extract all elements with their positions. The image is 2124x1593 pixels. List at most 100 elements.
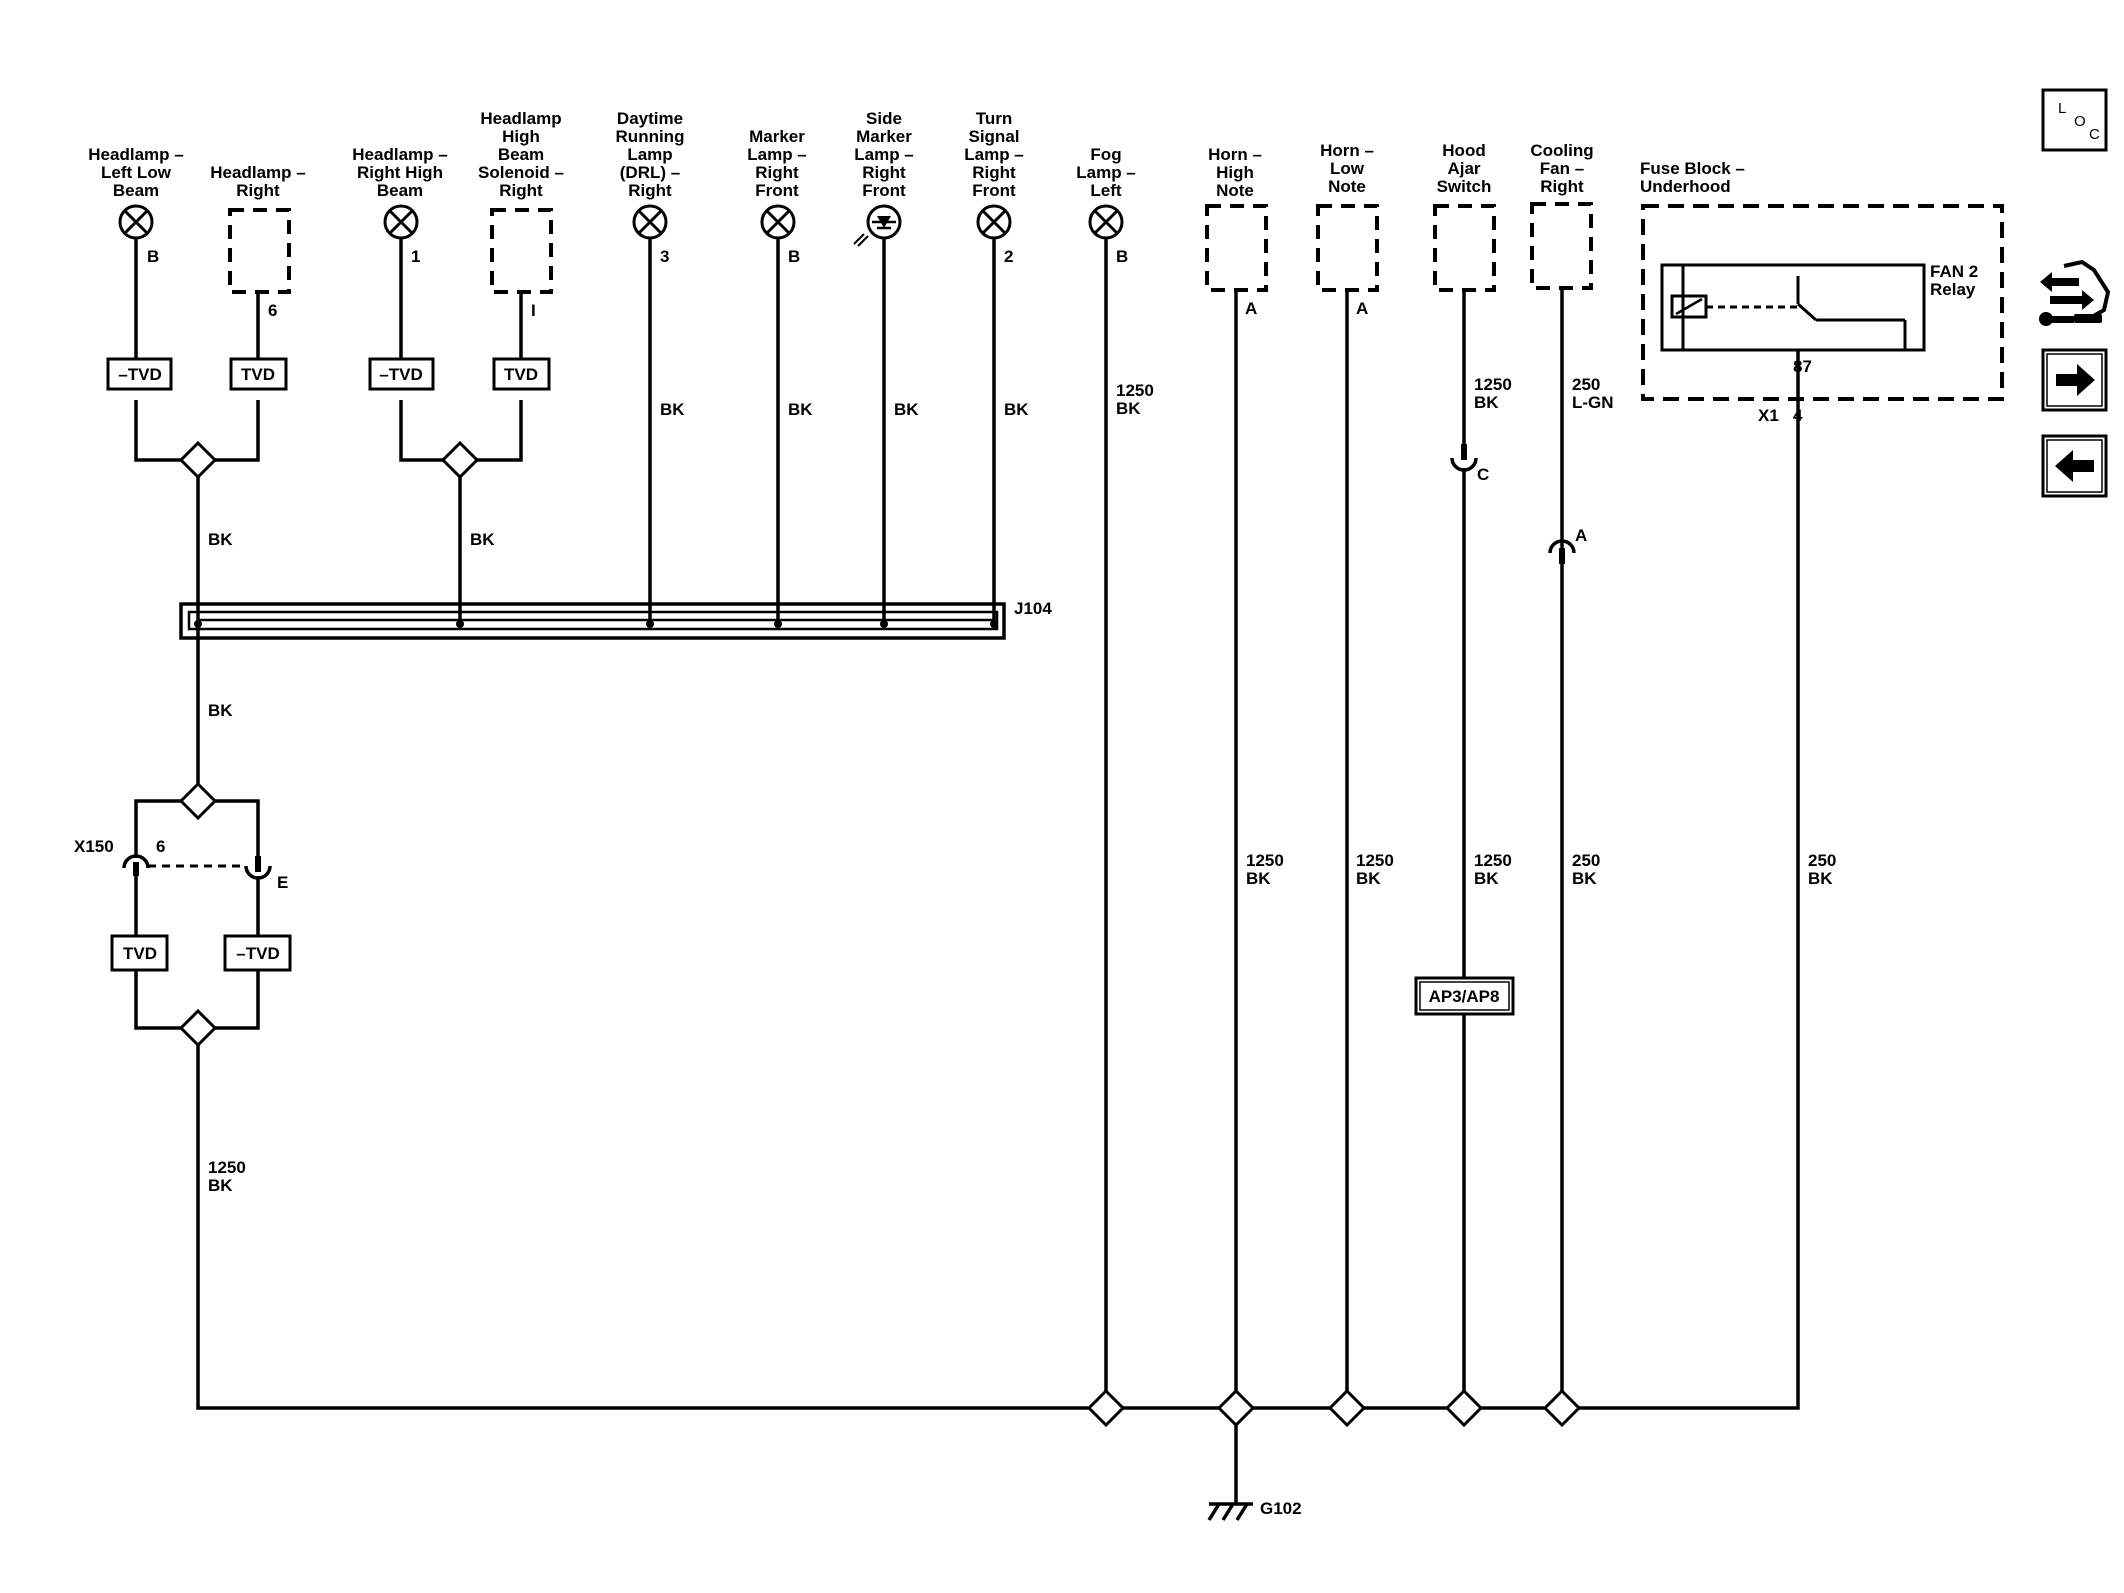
wire-color-label: BK bbox=[208, 530, 233, 549]
hood-ajar-box bbox=[1433, 204, 1496, 292]
wire-gauge-label: 250 bbox=[1572, 851, 1600, 870]
tvd-label: –TVD bbox=[236, 944, 279, 963]
pin-label: 3 bbox=[660, 247, 669, 266]
svg-text:O: O bbox=[2074, 113, 2086, 130]
marker-lamp-bulb bbox=[760, 204, 796, 240]
pin-label: 6 bbox=[268, 301, 277, 320]
location-view-button[interactable]: L O C bbox=[2041, 88, 2108, 152]
pin-label: X150 bbox=[74, 837, 114, 856]
back-arrow-button[interactable] bbox=[2041, 434, 2108, 498]
wire-color-label: BK bbox=[1474, 869, 1499, 888]
junction-diamond bbox=[1217, 1389, 1255, 1427]
junction-diamond bbox=[179, 782, 217, 820]
pin-label: A bbox=[1575, 526, 1587, 545]
pin-label: 2 bbox=[1004, 247, 1013, 266]
junction-diamond bbox=[1543, 1389, 1581, 1427]
splice-j104-label: J104 bbox=[1014, 599, 1052, 618]
svg-text:L: L bbox=[2058, 100, 2066, 117]
wire-gauge-label: 1250 bbox=[1356, 851, 1394, 870]
headlamp-right-box bbox=[228, 208, 291, 294]
wire-gauge-label: 1250 bbox=[1474, 851, 1512, 870]
wire-gauge-label: 1250 bbox=[1246, 851, 1284, 870]
junction-diamond bbox=[1087, 1389, 1125, 1427]
ap-reference-label: AP3/AP8 bbox=[1429, 987, 1500, 1006]
fuse-block-box bbox=[1641, 204, 2004, 401]
wire-color-label: BK bbox=[1246, 869, 1271, 888]
wire-color-label: BK bbox=[1004, 400, 1029, 419]
pin-labels: B 6 1 I 3 B 2 B A A C A 87 X1 4 X150 6 E bbox=[74, 247, 1812, 892]
pin-label: 1 bbox=[411, 247, 420, 266]
headlamp-solenoid-box bbox=[490, 208, 553, 294]
wire-color-label: BK bbox=[470, 530, 495, 549]
wire-gauge-label: 1250 bbox=[1116, 381, 1154, 400]
drl-bulb bbox=[632, 204, 668, 240]
tvd-label: TVD bbox=[241, 365, 275, 384]
tvd-label: –TVD bbox=[118, 365, 161, 384]
wire-gauge-label: 1250 bbox=[1474, 375, 1512, 394]
wire-color-label: BK bbox=[1116, 399, 1141, 418]
splice-pack-j104 bbox=[179, 602, 1006, 640]
wire-gauge-label: 250 bbox=[1808, 851, 1836, 870]
pin-label: C bbox=[1477, 465, 1489, 484]
ground-symbol bbox=[1207, 1502, 1253, 1521]
headlamp-right-high-bulb bbox=[383, 204, 419, 240]
wire-color-label: BK bbox=[1572, 869, 1597, 888]
svg-text:C: C bbox=[2089, 126, 2100, 143]
wire-color-label: L-GN bbox=[1572, 393, 1614, 412]
fan-relay bbox=[1660, 263, 1926, 352]
connector-fan-a bbox=[1548, 539, 1576, 564]
headlamp-right-label: Headlamp –Right bbox=[210, 163, 305, 200]
junction-diamond bbox=[1328, 1389, 1366, 1427]
wire-gauge-label: 1250 bbox=[208, 1158, 246, 1177]
pin-label: A bbox=[1356, 299, 1368, 318]
turn-signal-bulb bbox=[976, 204, 1012, 240]
wire-color-label: BK bbox=[1808, 869, 1833, 888]
ground-g102-label: G102 bbox=[1260, 1499, 1302, 1518]
connector-view-icon[interactable] bbox=[2039, 259, 2111, 326]
junctions bbox=[179, 441, 1581, 1427]
pin-label: X1 bbox=[1758, 406, 1779, 425]
connector-hood-c bbox=[1450, 444, 1478, 472]
tvd-label: –TVD bbox=[379, 365, 422, 384]
horn-high-box bbox=[1205, 204, 1268, 292]
wires bbox=[134, 238, 1800, 1504]
wire-labels: BK BK BK BK BK BK BK 1250 BK 1250 BK 250… bbox=[208, 375, 1836, 1195]
cooling-fan-box bbox=[1530, 202, 1593, 290]
pin-label: A bbox=[1245, 299, 1257, 318]
pin-label: B bbox=[1116, 247, 1128, 266]
pin-label: 6 bbox=[156, 837, 165, 856]
tvd-boxes bbox=[106, 357, 551, 972]
fog-lamp-bulb bbox=[1088, 204, 1124, 240]
tvd-label: TVD bbox=[123, 944, 157, 963]
pin-label: E bbox=[277, 873, 288, 892]
wire-color-label: BK bbox=[894, 400, 919, 419]
wire-color-label: BK bbox=[788, 400, 813, 419]
wire-color-label: BK bbox=[660, 400, 685, 419]
junction-diamond bbox=[179, 1009, 217, 1047]
ap-reference-box bbox=[1414, 976, 1515, 1016]
wire-color-label: BK bbox=[1356, 869, 1381, 888]
pin-label: B bbox=[788, 247, 800, 266]
junction-diamond bbox=[1445, 1389, 1483, 1427]
junction-diamond bbox=[441, 441, 479, 479]
forward-arrow-button[interactable] bbox=[2041, 348, 2108, 412]
wire-color-label: BK bbox=[208, 701, 233, 720]
side-marker-led-icon bbox=[853, 204, 902, 247]
headlamp-left-low-bulb bbox=[118, 204, 154, 240]
wire-color-label: BK bbox=[1474, 393, 1499, 412]
wire-color-label: BK bbox=[208, 1176, 233, 1195]
